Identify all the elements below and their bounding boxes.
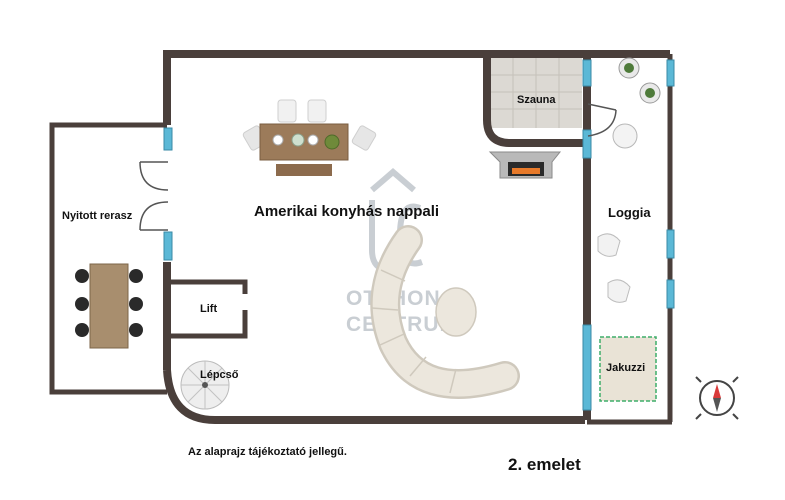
lift bbox=[167, 279, 248, 339]
floor-label: 2. emelet bbox=[508, 455, 581, 474]
terrace-table bbox=[75, 263, 143, 349]
room-label-jacuzzi: Jakuzzi bbox=[606, 362, 646, 374]
room-label-loggia: Loggia bbox=[608, 205, 651, 220]
fireplace bbox=[488, 151, 562, 179]
room-label-living: Amerikai konyhás nappali bbox=[254, 203, 440, 220]
room-label-sauna: Szauna bbox=[517, 94, 556, 106]
windows bbox=[163, 59, 675, 411]
room-label-terrace: Nyitott rerasz bbox=[62, 210, 133, 222]
jacuzzi bbox=[599, 336, 657, 402]
doors bbox=[139, 103, 617, 231]
loggia-furniture bbox=[597, 57, 661, 303]
sauna bbox=[483, 56, 585, 147]
dining-table bbox=[242, 99, 377, 176]
disclaimer-note: Az alaprajz tájékoztató jellegű. bbox=[188, 446, 347, 458]
spiral-staircase bbox=[180, 360, 230, 410]
terrace-walls bbox=[49, 122, 167, 395]
room-label-stairs: Lépcső bbox=[200, 369, 239, 381]
curved-sofa bbox=[370, 225, 520, 399]
room-label-lift: Lift bbox=[200, 303, 218, 315]
compass-icon bbox=[695, 376, 739, 420]
